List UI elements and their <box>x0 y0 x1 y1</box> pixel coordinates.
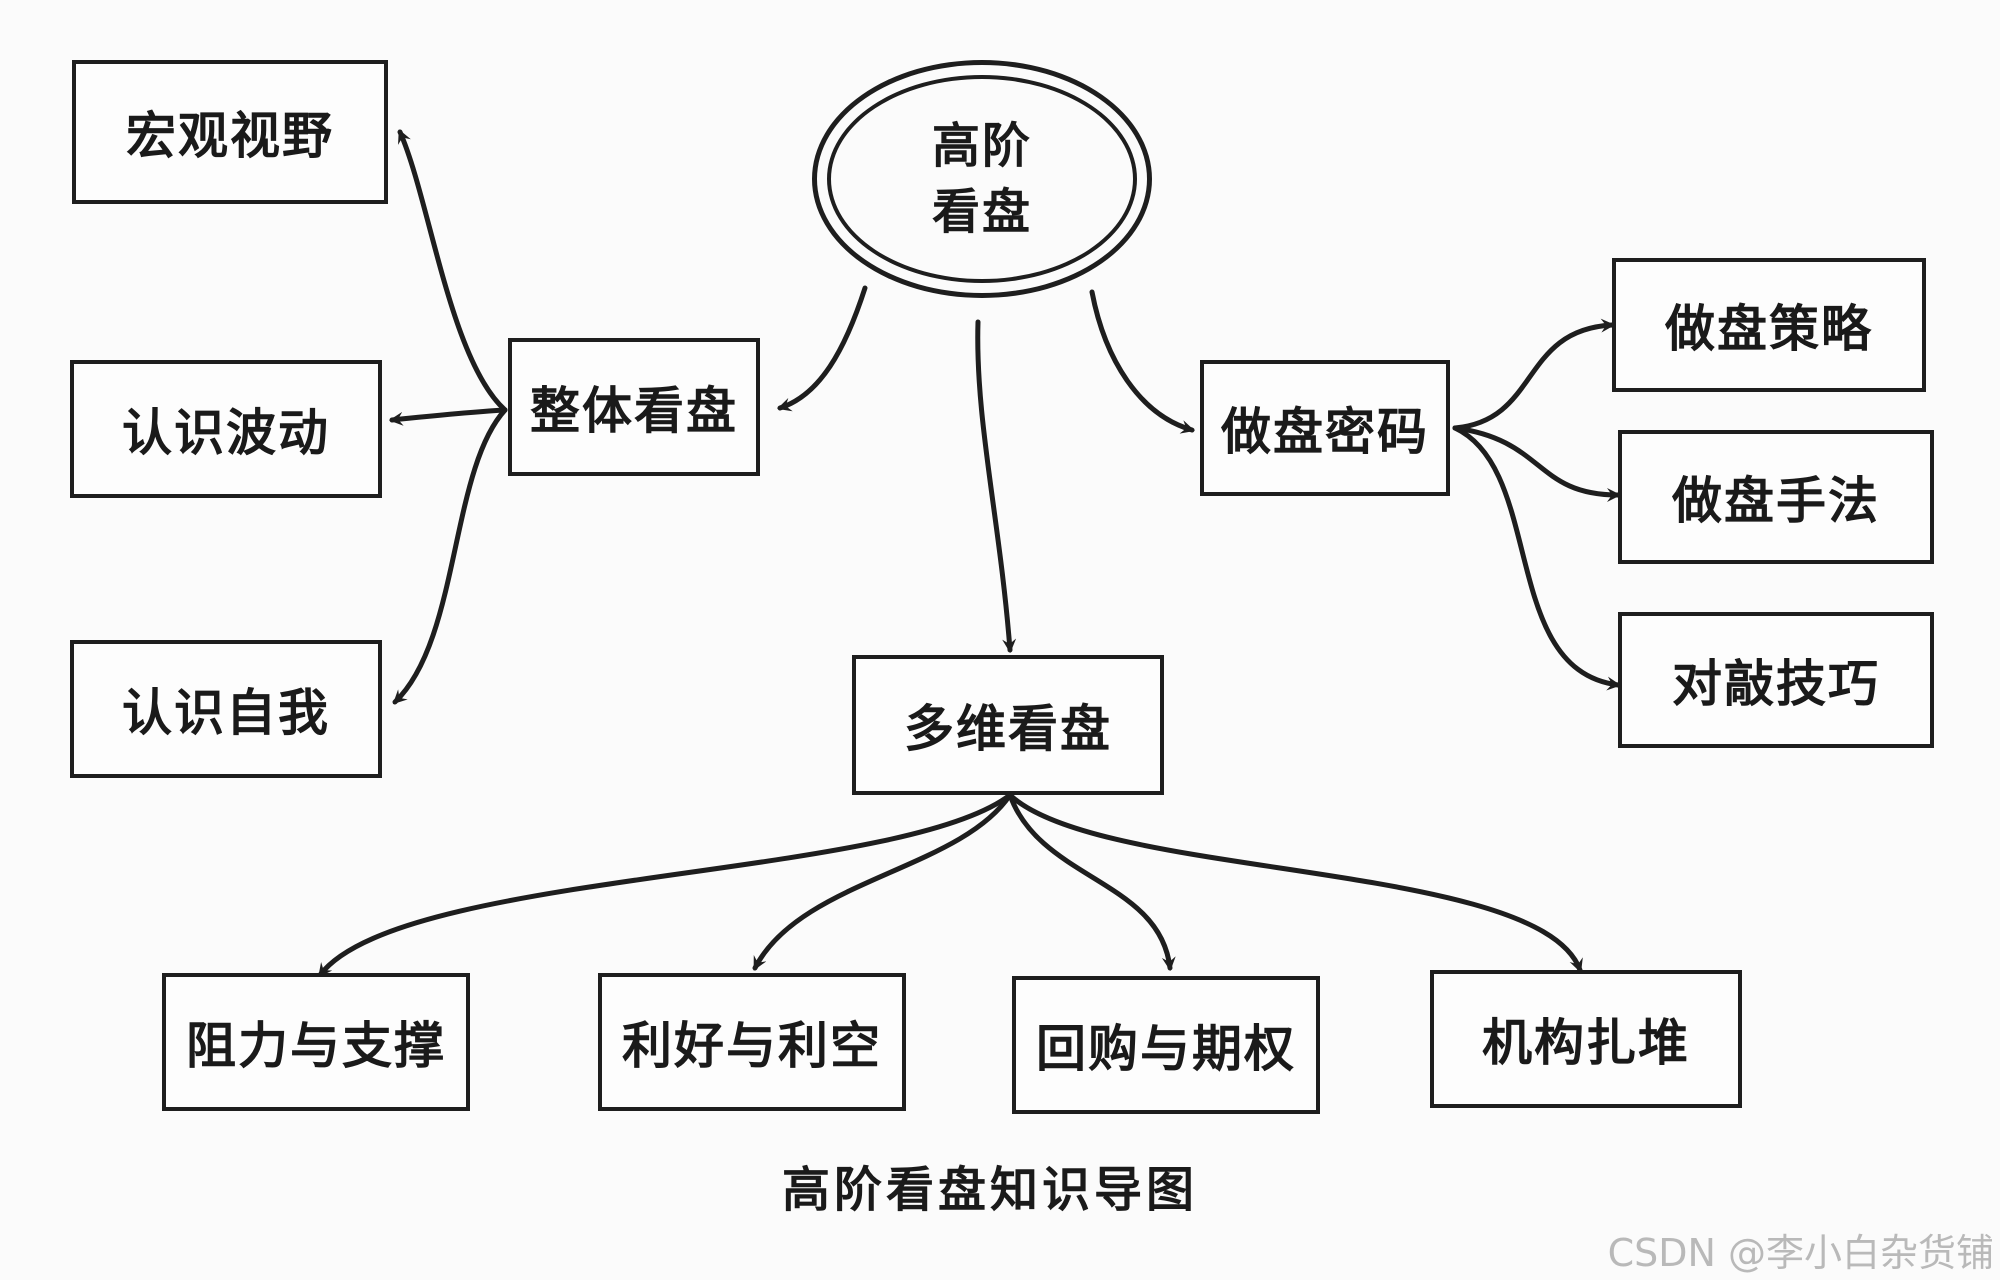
node-institution-cluster: 机构扎堆 <box>1430 970 1742 1108</box>
node-multi-dimension: 多维看盘 <box>852 655 1164 795</box>
node-buyback-options: 回购与期权 <box>1012 976 1320 1114</box>
root-label-line2: 看盘 <box>931 184 1032 240</box>
arrow-root-to-multidim <box>975 319 1017 653</box>
root-node: 高阶 看盘 <box>812 60 1152 298</box>
arrow-secret-to-strategy <box>1452 318 1615 431</box>
root-node-label: 高阶 看盘 <box>827 75 1137 283</box>
figure-caption: 高阶看盘知识导图 <box>781 1162 1198 1218</box>
node-resistance-support: 阻力与支撑 <box>162 973 470 1111</box>
watermark: CSDN @李小白杂货铺 <box>1607 1231 1994 1275</box>
arrow-root-to-secret <box>1089 289 1195 434</box>
arrow-secret-to-technique <box>1452 425 1621 502</box>
arrow-overall-to-self <box>392 407 508 705</box>
arrow-overall-to-macro <box>397 129 508 413</box>
node-understand-volatility: 认识波动 <box>70 360 382 498</box>
arrow-multidim-to-buyback <box>1007 792 1176 971</box>
node-good-bad-news: 利好与利空 <box>598 973 906 1111</box>
arrow-multidim-to-support <box>317 792 1013 978</box>
arrow-multidim-to-institution <box>1007 792 1583 973</box>
node-operation-secret: 做盘密码 <box>1200 360 1450 496</box>
arrow-root-to-overall <box>777 285 868 412</box>
arrow-secret-to-washtrade <box>1452 425 1621 691</box>
arrow-overall-to-volatility <box>389 407 508 426</box>
node-understand-self: 认识自我 <box>70 640 382 778</box>
node-operation-technique: 做盘手法 <box>1618 430 1934 564</box>
node-operation-strategy: 做盘策略 <box>1612 258 1926 392</box>
root-label-line1: 高阶 <box>931 118 1032 174</box>
node-wash-trade-skill: 对敲技巧 <box>1618 612 1934 748</box>
node-overall-view: 整体看盘 <box>508 338 760 476</box>
arrow-multidim-to-goodnews <box>752 792 1013 971</box>
node-macro-view: 宏观视野 <box>72 60 388 204</box>
